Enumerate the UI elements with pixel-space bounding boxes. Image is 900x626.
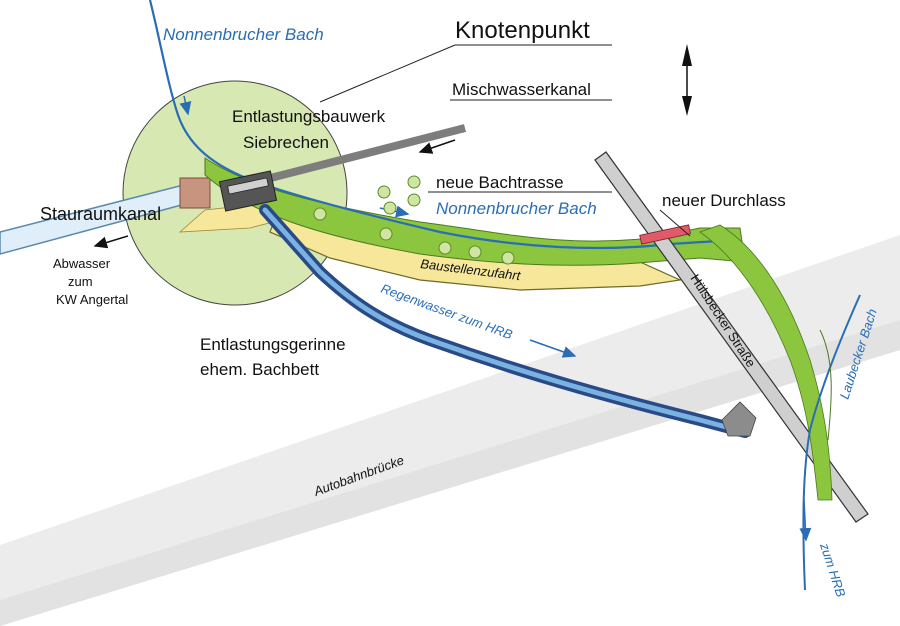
autobahn-bridge-band — [0, 235, 900, 626]
stream-flow-arrow-top — [179, 95, 192, 116]
shrub-group — [313, 175, 515, 265]
entlastungsgerinne-label: Entlastungsgerinne — [200, 335, 346, 354]
neue-bachtrasse-label: neue Bachtrasse — [436, 173, 564, 192]
nonnenbrucher-bach-mid-label: Nonnenbrucher Bach — [436, 199, 597, 218]
laubecker-bach-side — [819, 329, 832, 441]
shrub — [313, 207, 327, 221]
entlastungsgerinne-water — [262, 207, 748, 435]
shrub — [379, 227, 393, 241]
huelsbecker-strasse — [594, 151, 869, 523]
nonnenbrucher-bach-stream — [148, 0, 736, 250]
siebrechen-grate — [227, 177, 269, 195]
mischwasserkanal-pipe — [254, 124, 466, 186]
ehem-bachbett-label: ehem. Bachbett — [200, 360, 319, 379]
zum-hrb-label: zum HRB — [817, 540, 849, 599]
laubecker-bach-bank — [699, 224, 833, 501]
neuer-durchlass-leader — [659, 209, 691, 237]
regenwasser-flow-arrow — [529, 339, 577, 358]
neuer-durchlass-label: neuer Durchlass — [662, 191, 786, 210]
mischwasserkanal-label: Mischwasserkanal — [452, 80, 591, 99]
zum-hrb-flow-arrow — [799, 499, 812, 542]
north-arrow-icon — [682, 44, 692, 116]
stauraumkanal-end — [179, 177, 211, 209]
siebrechen-label: Siebrechen — [243, 133, 329, 152]
shrub — [438, 241, 452, 255]
kw-angertal-label: KW Angertal — [56, 292, 128, 307]
mischwasserkanal-flow-arrow — [418, 139, 456, 154]
knotenpunkt-leader — [319, 44, 456, 103]
shrub — [383, 201, 397, 215]
zum-label: zum — [68, 274, 93, 289]
shrub — [501, 251, 515, 265]
knotenpunkt-label: Knotenpunkt — [455, 17, 590, 44]
entlastungsbauwerk-label: Entlastungsbauwerk — [232, 107, 386, 126]
shrub — [407, 175, 421, 189]
stauraumkanal-label: Stauraumkanal — [40, 204, 161, 224]
shrub — [377, 185, 391, 199]
rock-outlet — [721, 401, 757, 437]
nonnenbrucher-bach-top-label: Nonnenbrucher Bach — [163, 25, 324, 44]
abwasser-flow-arrow — [93, 235, 129, 249]
shrub — [468, 245, 482, 259]
shrub — [407, 193, 421, 207]
abwasser-label: Abwasser — [53, 256, 111, 271]
neuer-durchlass — [639, 224, 691, 245]
autobahn-bridge-band-lower — [0, 320, 900, 626]
